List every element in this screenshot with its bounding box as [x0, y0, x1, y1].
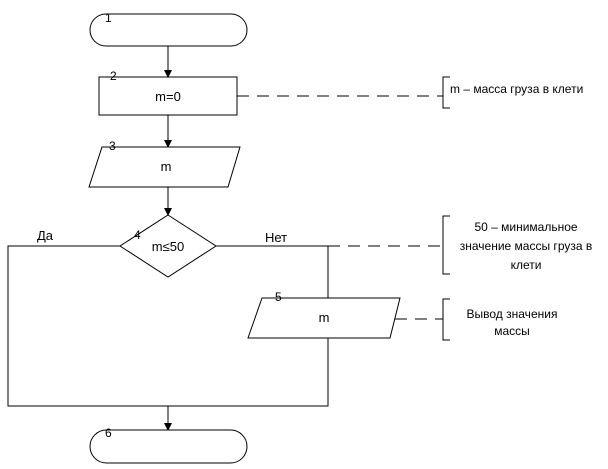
input-block: 3 m: [88, 139, 241, 188]
comment-3-bracket: [442, 298, 450, 341]
block-2-number: 2: [110, 69, 117, 83]
block-2-text: m=0: [155, 89, 181, 104]
no-label: Нет: [265, 230, 287, 245]
block-4-number: 4: [134, 228, 141, 242]
yes-branch-line: [7, 245, 168, 407]
comment-1-line-1: m – масса груза в клети: [450, 82, 583, 96]
block-5-text: m: [319, 310, 330, 325]
comment-2-bracket: [442, 215, 450, 275]
comment-2-line-1: 50 – минимальное: [474, 220, 577, 234]
start-terminator: 1: [89, 11, 248, 47]
yes-label: Да: [37, 228, 54, 243]
block-4-text: m≤50: [152, 239, 184, 254]
comment-1-bracket: [442, 76, 450, 109]
block-3-number: 3: [109, 139, 116, 153]
comment-2-line-2: значение массы груза в: [460, 239, 593, 253]
block-6-number: 6: [105, 426, 112, 440]
end-terminator: 6: [89, 426, 248, 464]
comment-3-line-2: массы: [494, 324, 530, 338]
decision-block: 4 m≤50: [119, 214, 217, 278]
block-5-number: 5: [275, 290, 282, 304]
output-block: 5 m: [247, 290, 401, 339]
comment-2-line-3: клети: [511, 258, 542, 272]
comment-3-line-1: Вывод значения: [467, 307, 558, 321]
block-1-number: 1: [105, 11, 112, 25]
block-3-text: m: [161, 159, 172, 174]
